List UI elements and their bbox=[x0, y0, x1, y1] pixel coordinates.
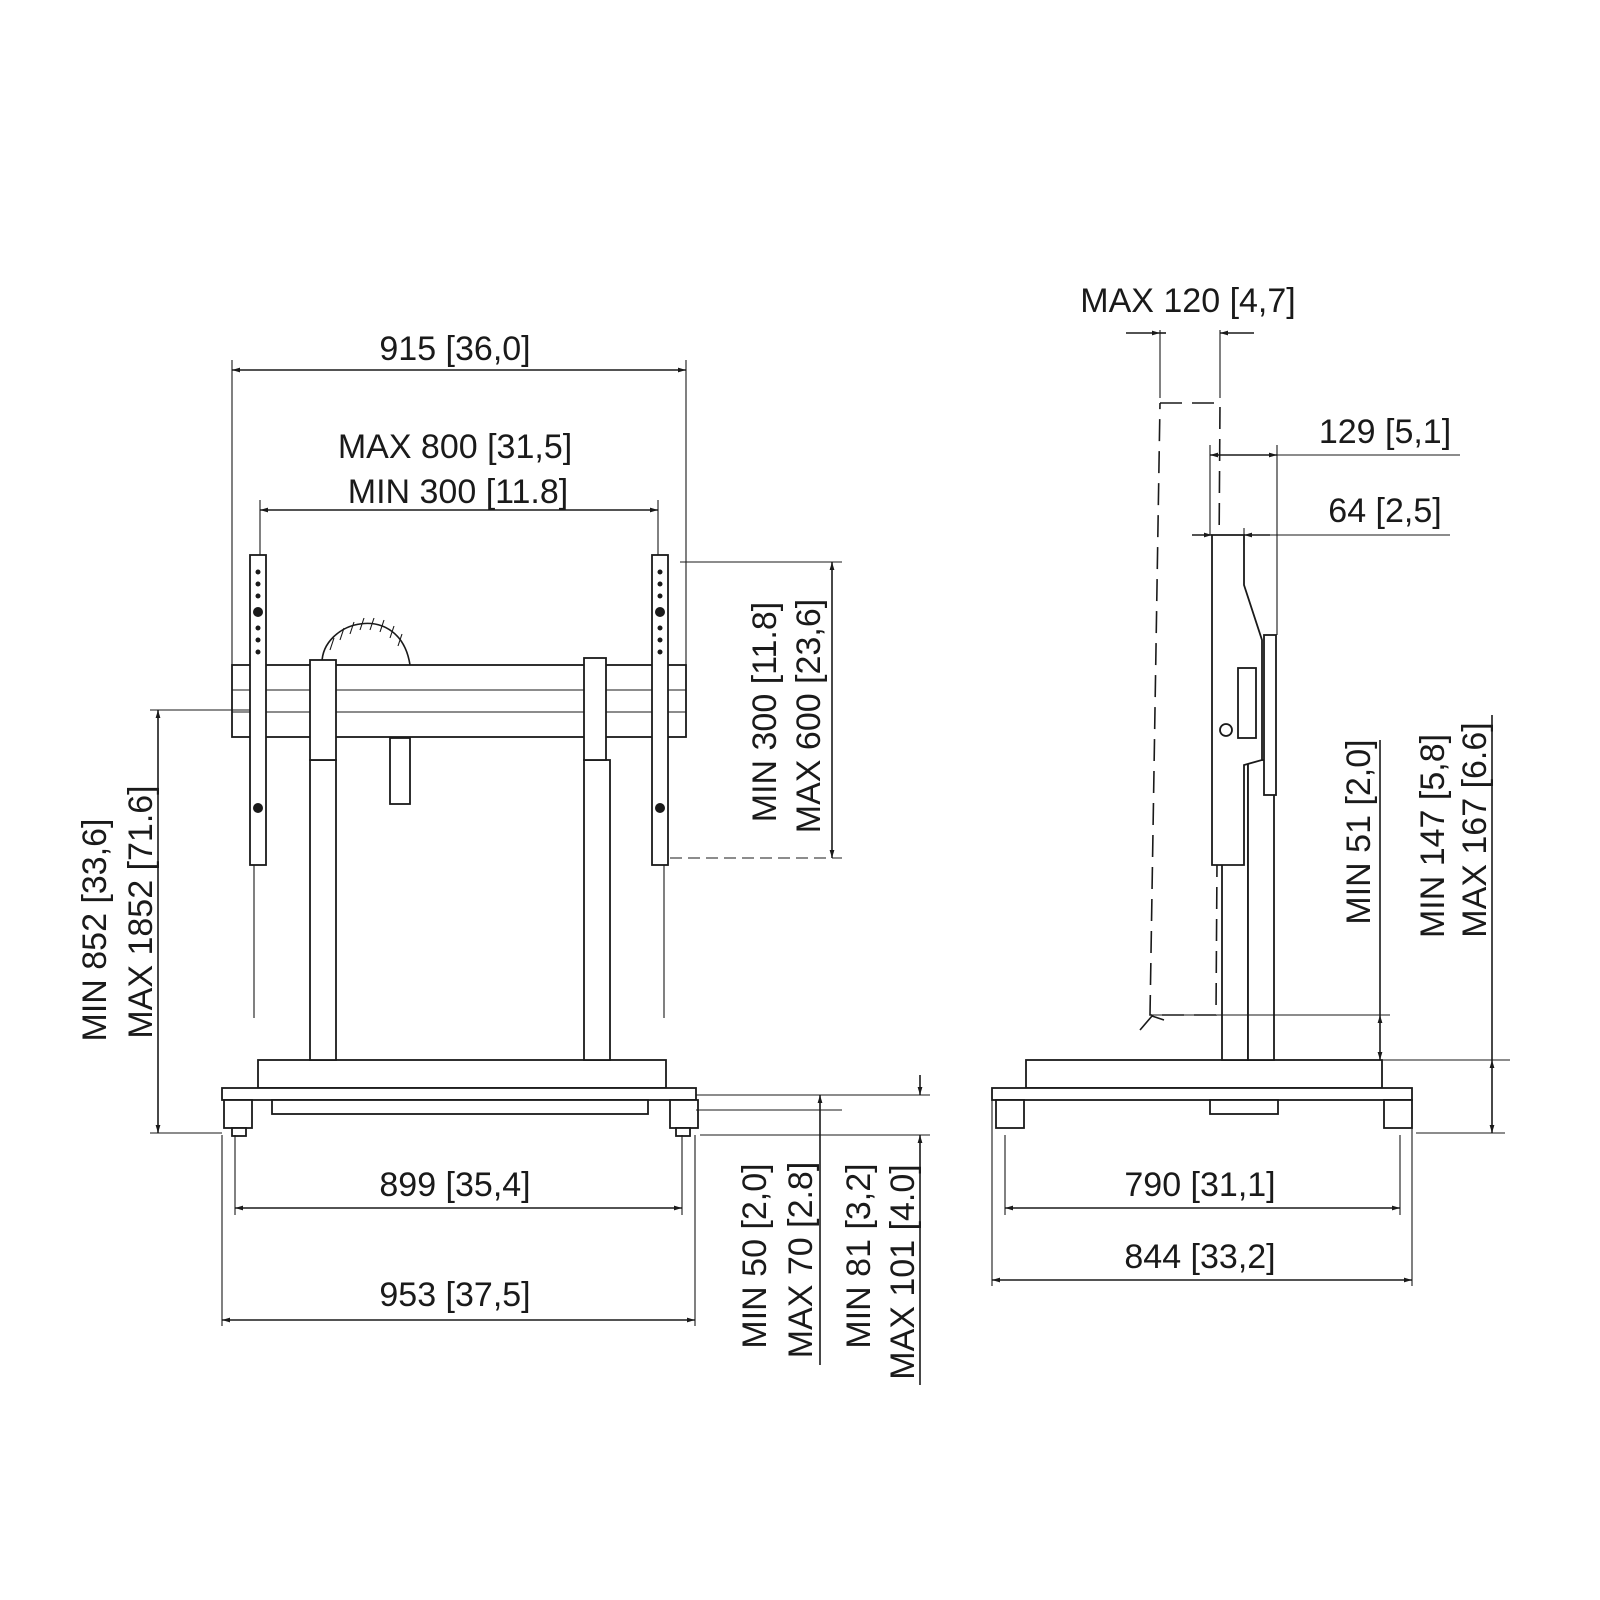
cross-bar bbox=[231, 664, 687, 738]
base-inner-width-label: 899 [35,4] bbox=[379, 1166, 530, 1204]
inner-depth-label: 790 [31,1] bbox=[1124, 1166, 1275, 1204]
base-underside bbox=[271, 1099, 649, 1115]
height-max-label: MAX 1852 [71.6] bbox=[122, 785, 160, 1038]
cable-spiral bbox=[321, 622, 411, 666]
side-knob bbox=[1219, 723, 1233, 737]
depth-64-label: 64 [2,5] bbox=[1328, 492, 1441, 530]
vesa-height-max-label: MAX 600 [23,6] bbox=[790, 599, 828, 833]
base-height-min-label: MIN 81 [3,2] bbox=[840, 1163, 878, 1348]
side-carriage bbox=[1237, 667, 1257, 739]
side-base-center bbox=[1209, 1099, 1279, 1115]
foot-left bbox=[223, 1099, 253, 1129]
clearance-max-label: MAX 70 [2.8] bbox=[782, 1162, 820, 1359]
column-right bbox=[583, 759, 611, 1061]
base-top-plate bbox=[257, 1059, 667, 1089]
vesa-holes bbox=[253, 569, 665, 813]
side-vesa-bracket bbox=[1211, 534, 1263, 866]
base-width-label: 953 [37,5] bbox=[379, 1276, 530, 1314]
side-view-stand bbox=[991, 402, 1413, 1129]
clearance-min-label: MIN 50 [2,0] bbox=[736, 1163, 774, 1348]
side-foot-left bbox=[995, 1099, 1025, 1129]
side-dimension-lines bbox=[991, 330, 1510, 1286]
side-base-top bbox=[1025, 1059, 1383, 1089]
carriage-right bbox=[583, 657, 607, 761]
base-height-max-label: MAX 101 [4.0] bbox=[884, 1164, 922, 1379]
wheel-left bbox=[231, 1127, 247, 1137]
overall-width-label: 915 [36,0] bbox=[379, 330, 530, 368]
cable-coils bbox=[329, 617, 403, 651]
height-min-label: MIN 852 [33,6] bbox=[76, 818, 114, 1041]
front-dimension-lines bbox=[150, 360, 930, 1385]
side-clearance-min-label: MIN 51 [2,0] bbox=[1340, 739, 1378, 924]
side-foot-right bbox=[1383, 1099, 1413, 1129]
side-column-front bbox=[1247, 759, 1275, 1061]
vesa-width-min-label: MIN 300 [11.8] bbox=[348, 473, 569, 511]
wheel-right bbox=[675, 1127, 691, 1137]
vesa-width-max-label: MAX 800 [31,5] bbox=[338, 428, 572, 466]
vesa-arm-right bbox=[651, 554, 669, 866]
base-plate bbox=[221, 1087, 697, 1101]
column-left bbox=[309, 759, 337, 1061]
carriage-left bbox=[309, 659, 337, 761]
vesa-height-min-label: MIN 300 [11.8] bbox=[746, 602, 784, 823]
tilt-pivot bbox=[1139, 1015, 1165, 1031]
depth-129-label: 129 [5,1] bbox=[1319, 413, 1451, 451]
center-post bbox=[389, 737, 411, 805]
tilt-max-label: MAX 120 [4,7] bbox=[1080, 282, 1295, 320]
base-depth-label: 844 [33,2] bbox=[1124, 1238, 1275, 1276]
side-cross-bar bbox=[1263, 634, 1277, 796]
foot-right bbox=[669, 1099, 699, 1129]
side-base-height-max-label: MAX 167 [6.6] bbox=[1456, 722, 1494, 937]
front-view-stand bbox=[221, 554, 699, 1137]
side-base-height-min-label: MIN 147 [5,8] bbox=[1414, 734, 1452, 938]
vesa-arm-left bbox=[249, 554, 267, 866]
side-base-plate bbox=[991, 1087, 1413, 1101]
